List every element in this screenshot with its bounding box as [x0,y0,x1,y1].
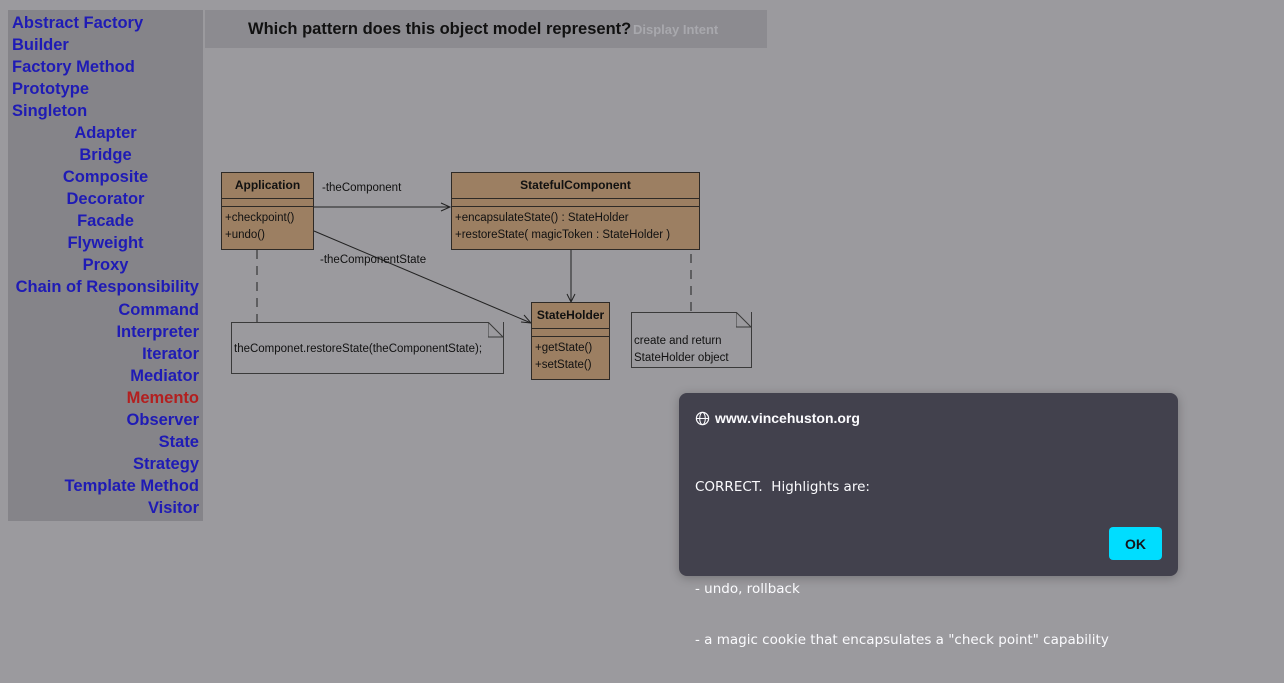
nav-observer[interactable]: Observer [126,411,199,429]
note-fold-icon [488,322,504,338]
nav-decorator[interactable]: Decorator [66,190,145,208]
nav-bridge[interactable]: Bridge [79,146,132,164]
display-intent-button[interactable]: Display Intent [633,22,719,37]
nav-abstract-factory[interactable]: Abstract Factory [12,14,144,32]
note-create-line-2: StateHolder object [634,352,729,364]
note-create-text: create and return StateHolder object [634,333,729,367]
nav-command[interactable]: Command [118,301,199,319]
nav-proxy[interactable]: Proxy [82,256,129,274]
note-create-line-1: create and return [634,335,722,347]
nav-template-method[interactable]: Template Method [64,477,199,495]
ok-button[interactable]: OK [1109,527,1162,560]
nav-adapter[interactable]: Adapter [74,124,137,142]
question-text: Which pattern does this object model rep… [248,20,632,38]
dialog-origin: www.vincehuston.org [695,409,860,427]
assoc-state-label: -theComponentState [320,254,427,266]
dialog-message-line-1: CORRECT. Highlights are: [695,479,870,495]
assoc-component-label: -theComponent [322,182,402,194]
dialog-message-line-3: - undo, rollback [695,581,800,597]
op-restore-state: +restoreState( magicToken : StateHolder … [455,229,671,241]
class-state-holder: StateHolder +getState() +setState() [531,302,610,380]
note-create: create and return StateHolder object [631,312,752,368]
nav-builder[interactable]: Builder [12,36,69,54]
alert-dialog: www.vincehuston.org CORRECT. Highlights … [679,393,1178,648]
class-state-holder-ops: +getState() +setState() [532,337,609,374]
nav-mediator[interactable]: Mediator [130,367,199,385]
class-state-holder-attributes [532,329,609,337]
nav-factory-method[interactable]: Factory Method [12,58,135,76]
op-get-state: +getState() [535,342,593,354]
nav-strategy[interactable]: Strategy [132,455,199,473]
diagram-connectors [256,202,692,324]
class-stateful-component-name: StatefulComponent [452,173,699,199]
dialog-message-line-4: - a magic cookie that encapsulates a "ch… [695,632,1109,648]
assoc-state-line [313,230,532,324]
dialog-message: CORRECT. Highlights are: ​ - undo, rollb… [695,445,1155,683]
nav-prototype[interactable]: Prototype [12,80,90,98]
nav-interpreter[interactable]: Interpreter [116,323,199,341]
globe-icon [695,411,710,426]
nav-composite[interactable]: Composite [62,168,149,186]
note-restore: theComponet.restoreState(theComponentSta… [231,322,504,374]
note-fold-icon [736,312,752,328]
nav-flyweight[interactable]: Flyweight [67,234,144,252]
class-application-attributes [222,199,313,207]
nav-singleton[interactable]: Singleton [12,102,88,120]
dialog-message-line-2: ​ [695,530,1155,547]
op-encapsulate-state: +encapsulateState() : StateHolder [455,212,629,224]
note-restore-text: theComponet.restoreState(theComponentSta… [234,343,483,355]
pattern-sidebar: Abstract Factory Builder Factory Method … [8,10,203,521]
nav-visitor[interactable]: Visitor [147,499,199,517]
nav-state[interactable]: State [158,433,199,451]
uml-diagram: Application +checkpoint() +undo() Statef… [221,172,752,380]
class-state-holder-name: StateHolder [532,303,609,329]
dialog-origin-text: www.vincehuston.org [715,410,860,426]
class-application-name: Application [222,173,313,199]
nav-iterator[interactable]: Iterator [142,345,199,363]
class-stateful-component-attributes [452,199,699,207]
nav-facade[interactable]: Facade [77,212,134,230]
op-set-state: +setState() [535,359,592,371]
class-stateful-component-ops: +encapsulateState() : StateHolder +resto… [452,207,699,244]
nav-chain-of-responsibility[interactable]: Chain of Responsibility [15,278,199,296]
class-application: Application +checkpoint() +undo() [221,172,314,250]
op-checkpoint: +checkpoint() [225,212,295,224]
assoc-component-arrowhead [440,202,452,212]
op-undo: +undo() [225,229,265,241]
class-stateful-component: StatefulComponent +encapsulateState() : … [451,172,700,250]
question-header: Which pattern does this object model rep… [205,10,767,48]
nav-memento[interactable]: Memento [126,389,199,407]
class-application-ops: +checkpoint() +undo() [222,207,313,244]
